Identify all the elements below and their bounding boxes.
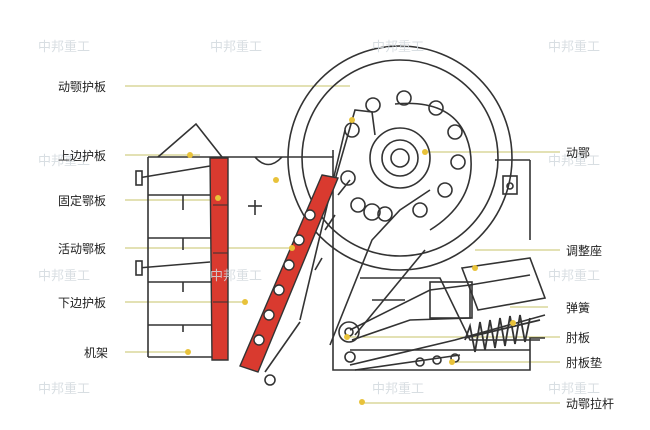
watermark: 中邦重工	[38, 154, 91, 169]
label-gudingeban: 固定鄂板	[58, 194, 107, 208]
jaw-plates	[209, 157, 339, 373]
label-donggelagan: 动鄂拉杆	[566, 397, 615, 411]
part-markers	[185, 117, 516, 405]
moving-jaw-plate	[239, 174, 339, 373]
watermark: 中邦重工	[38, 269, 91, 284]
watermark: 中邦重工	[372, 40, 425, 55]
center-bolt	[248, 156, 283, 215]
watermark: 中邦重工	[548, 382, 601, 397]
label-dongetuban: 动颚护板	[58, 80, 107, 94]
spring	[464, 314, 541, 353]
watermark: 中邦重工	[548, 40, 601, 55]
watermark: 中邦重工	[38, 40, 91, 55]
label-xiabianhuban: 下边护板	[58, 296, 107, 310]
watermark: 中邦重工	[548, 154, 601, 169]
watermark: 中邦重工	[210, 269, 263, 284]
left-bolts	[135, 165, 211, 332]
watermark: 中邦重工	[210, 40, 263, 55]
label-jijia: 机架	[84, 346, 109, 360]
label-shangbianhuban: 上边护板	[58, 149, 107, 163]
label-zhouban: 肘板	[566, 331, 591, 345]
watermark: 中邦重工	[548, 269, 601, 284]
label-tanhuang: 弹簧	[566, 301, 591, 315]
flywheel	[287, 45, 513, 271]
label-huodongeban: 活动鄂板	[58, 242, 107, 256]
fixed-jaw-plate	[209, 157, 229, 361]
label-tiaozhengzuo: 调整座	[566, 244, 603, 258]
leader-lines	[125, 85, 560, 404]
toggle-assembly	[349, 257, 547, 371]
watermark: 中邦重工	[372, 382, 425, 397]
label-donge: 动鄂	[566, 146, 591, 160]
frame	[147, 122, 545, 371]
label-zhoubandian: 肘板垫	[566, 356, 603, 370]
watermark: 中邦重工	[38, 382, 91, 397]
